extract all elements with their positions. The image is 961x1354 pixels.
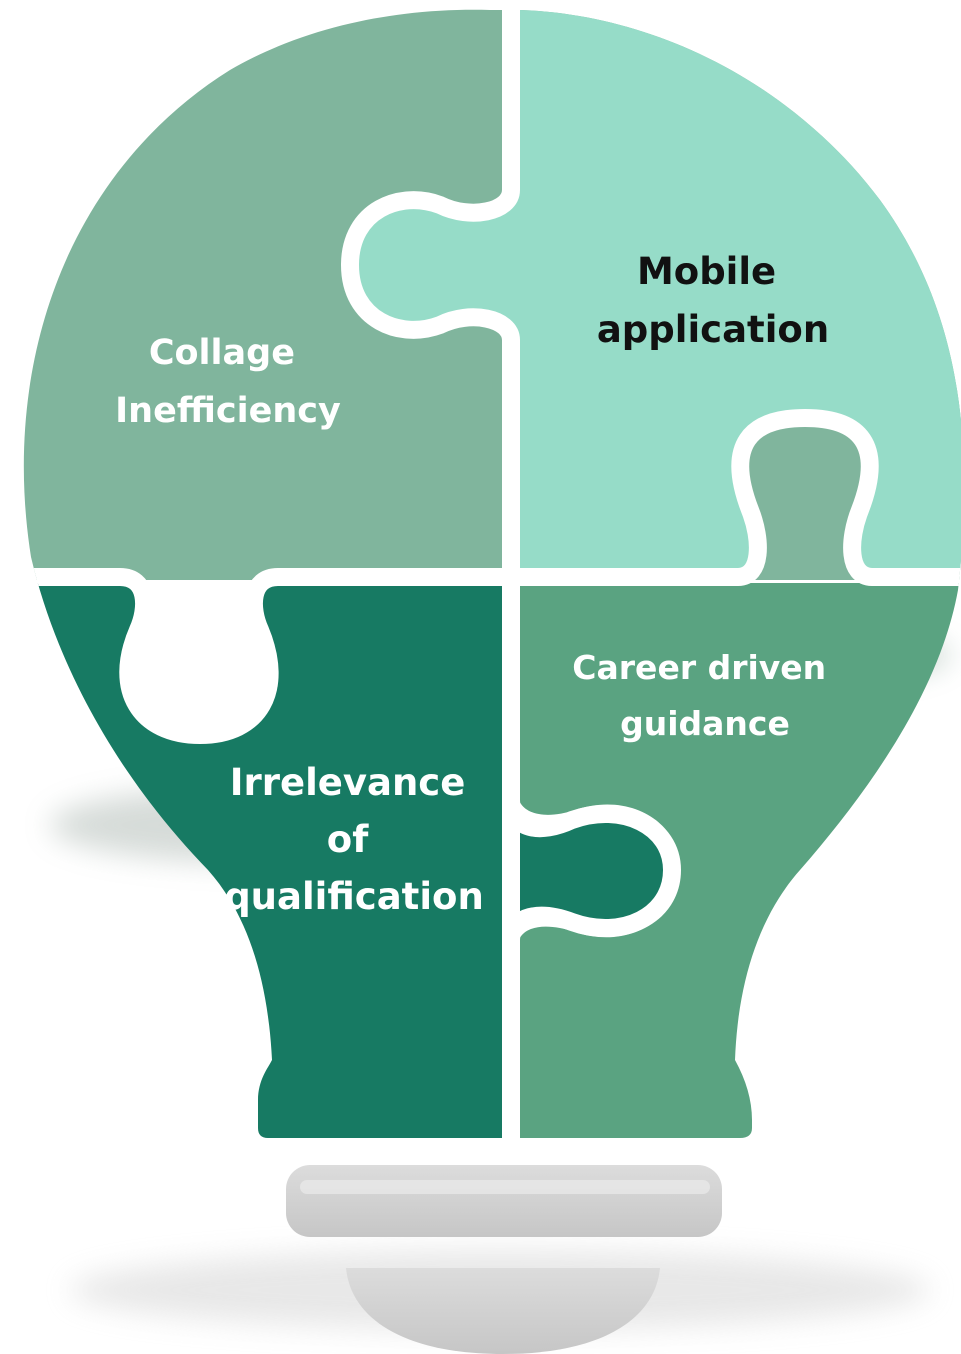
label-line: Inefficiency — [115, 391, 341, 431]
base-highlight — [300, 1180, 710, 1194]
base-lower-cap — [346, 1268, 660, 1354]
label-collage-inefficiency: Collage Inefficiency — [115, 333, 341, 431]
puzzle-separators — [0, 0, 961, 1200]
label-line: Irrelevance — [230, 761, 466, 804]
piece-top-right — [350, 9, 961, 570]
label-line: Mobile — [637, 250, 776, 293]
label-career-driven-guidance: Career driven guidance — [572, 648, 837, 743]
label-line: of — [327, 818, 369, 861]
base-upper-band — [286, 1165, 722, 1237]
label-mobile-application: Mobile application — [597, 250, 829, 351]
bulb-body — [0, 0, 961, 1200]
label-line: Collage — [149, 333, 295, 373]
label-line: Career driven — [572, 648, 826, 687]
label-line: application — [597, 308, 829, 351]
bulb-base — [286, 1165, 722, 1354]
label-line: guidance — [620, 704, 790, 743]
label-line: qualification — [224, 875, 484, 918]
label-irrelevance-of-qualification: Irrelevance of qualification — [224, 761, 484, 918]
